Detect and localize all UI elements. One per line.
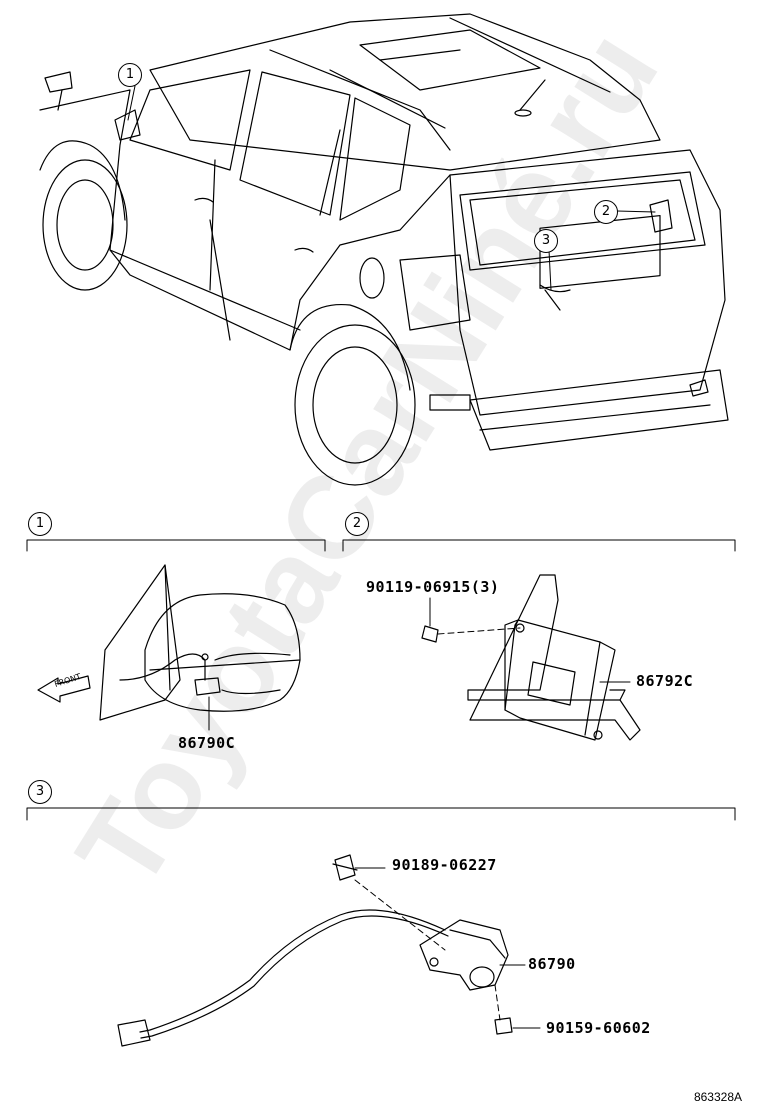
part-label-86792C[interactable]: 86792C: [636, 672, 694, 690]
front-arrow-icon: [37, 675, 91, 703]
part-label-86790[interactable]: 86790: [528, 955, 576, 973]
section-3-number[interactable]: 3: [28, 780, 52, 804]
part-label-90189-06227[interactable]: 90189-06227: [392, 856, 497, 874]
vehicle-body: [39, 13, 729, 486]
ecu-assembly: [421, 574, 641, 741]
diagram-id: 863328A: [693, 1090, 742, 1104]
rear-camera-assembly: [117, 854, 541, 1047]
section-1-number[interactable]: 1: [28, 512, 52, 536]
part-label-86790C[interactable]: 86790C: [178, 734, 236, 752]
part-label-90159-60602[interactable]: 90159-60602: [546, 1019, 651, 1037]
section-2-number[interactable]: 2: [345, 512, 369, 536]
part-label-90119-06915[interactable]: 90119-06915(3): [366, 578, 500, 596]
callout-2-vehicle[interactable]: 2: [594, 200, 618, 224]
callout-3-vehicle[interactable]: 3: [534, 229, 558, 253]
callout-1-vehicle[interactable]: 1: [118, 63, 142, 87]
mirror-assembly: [99, 564, 301, 731]
